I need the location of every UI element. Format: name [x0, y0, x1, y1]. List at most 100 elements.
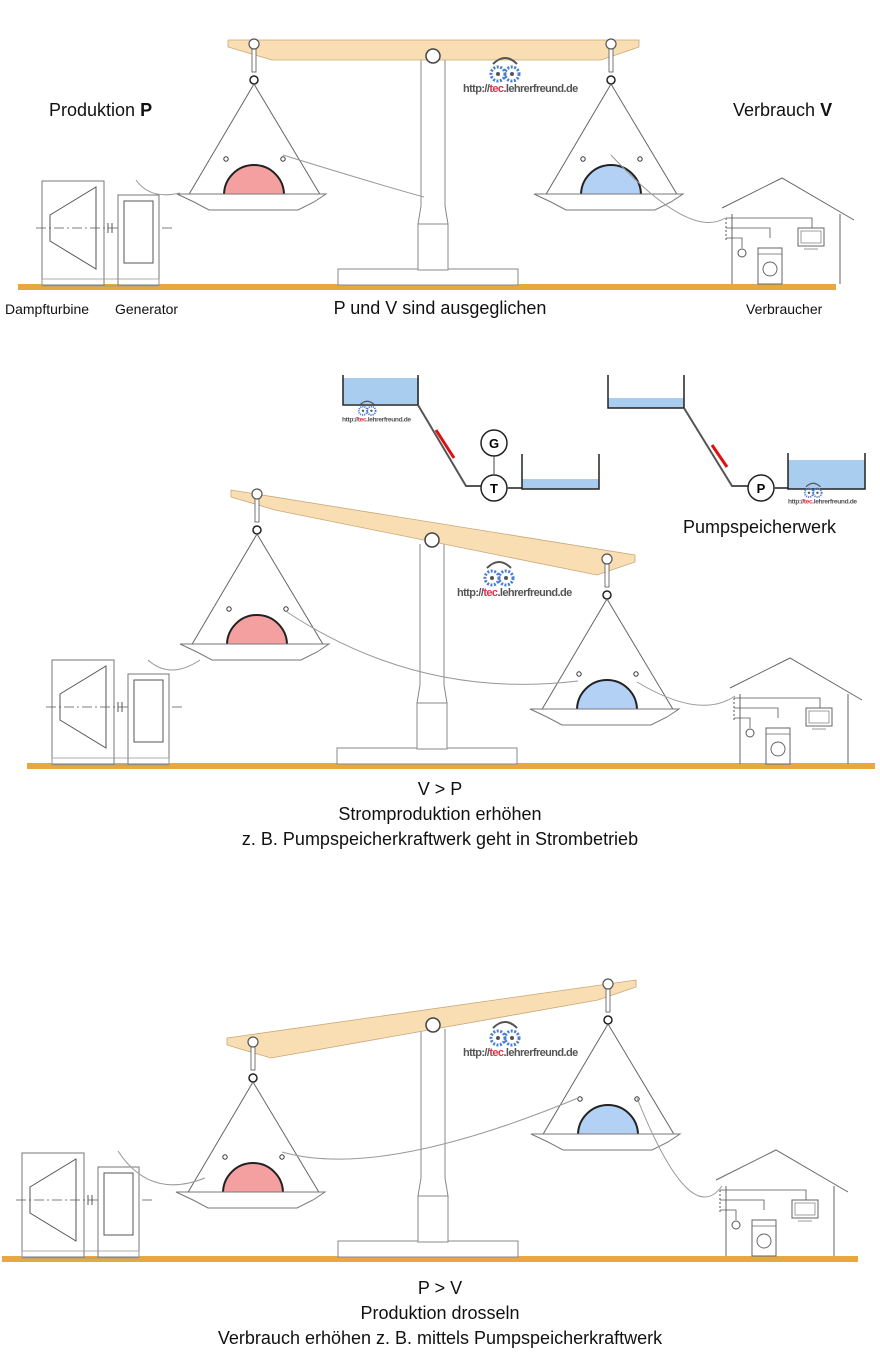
- panel-balanced: http://tec.lehrerfreund.de: [18, 38, 855, 290]
- generator-letter: G: [489, 436, 499, 451]
- balance-scale: [179, 488, 681, 765]
- consumption-pan: [533, 75, 685, 211]
- watermark-eye: [510, 1036, 514, 1040]
- hook-ring: [601, 553, 613, 565]
- stand-base: [337, 268, 519, 286]
- pan-string: [186, 1081, 254, 1195]
- hook-rod: [604, 560, 610, 588]
- watermark-eye: [490, 576, 494, 580]
- ground-line: [18, 284, 836, 290]
- energy-mass: [575, 679, 639, 711]
- watermark-highlight: tec: [489, 1047, 504, 1059]
- hook-ring: [602, 978, 614, 990]
- hook-rod: [250, 1043, 256, 1071]
- power-line: [117, 1150, 206, 1186]
- pan-string: [607, 1023, 676, 1137]
- caption-line: Produktion drosseln: [360, 1303, 520, 1323]
- watermark-highlight: tec: [358, 417, 367, 424]
- watermark-eye: [807, 491, 811, 494]
- pivot: [425, 1017, 441, 1033]
- stand-column: [416, 544, 448, 704]
- lower-reservoir-water: [788, 460, 865, 489]
- energy-mass: [576, 1104, 640, 1136]
- watermark-highlight: tec: [804, 499, 813, 506]
- watermark-eye: [816, 491, 819, 494]
- power-line: [286, 611, 579, 685]
- watermark-text: http://tec.lehrerfreund.de: [342, 417, 411, 424]
- energy-mass: [225, 614, 289, 646]
- stand-base: [337, 1240, 519, 1258]
- energy-mass: [221, 1162, 285, 1194]
- pan-dish: [529, 708, 681, 726]
- pan-string: [190, 533, 258, 647]
- upper-reservoir: [342, 375, 419, 406]
- mass-terminal: [577, 1096, 583, 1102]
- lower-reservoir-water: [522, 479, 599, 489]
- pan-string: [252, 1081, 321, 1195]
- pan-ring: [248, 1073, 258, 1083]
- hook-rod: [608, 45, 614, 73]
- steam-turbine-generator: [15, 1152, 153, 1259]
- consumption-text: Verbrauch: [733, 100, 821, 120]
- mass-terminal: [279, 1154, 285, 1160]
- hook-rod: [251, 45, 257, 73]
- watermark-prefix: http://: [457, 587, 484, 599]
- pan-string: [610, 83, 679, 197]
- pan-string: [187, 83, 255, 197]
- gear-icon: [497, 569, 515, 587]
- production-pan: [179, 525, 331, 661]
- pan-dish: [530, 1133, 682, 1151]
- pumped-storage-label: Pumpspeicherwerk: [683, 517, 837, 537]
- hook-ring: [248, 38, 260, 50]
- caption-line: z. B. Pumpspeicherkraftwerk geht in Stro…: [241, 829, 639, 849]
- turbine-label: Dampfturbine: [5, 301, 90, 317]
- watermark-logo-brow: [492, 1021, 518, 1029]
- hook-rod: [254, 495, 260, 523]
- stand-lower-column: [417, 1195, 449, 1243]
- watermark-suffix: .lehrerfreund.de: [503, 1047, 578, 1059]
- watermark-eye: [510, 72, 514, 76]
- mass-terminal: [223, 156, 229, 162]
- pan-string: [253, 83, 322, 197]
- upper-reservoir-water: [608, 398, 684, 408]
- power-line: [147, 659, 201, 671]
- mass-terminal: [226, 606, 232, 612]
- pump-letter: P: [757, 481, 766, 496]
- flow-arrow-down-icon: [434, 429, 456, 459]
- stand-column: [417, 60, 449, 225]
- gear-icon: [503, 1029, 521, 1047]
- pan-ring: [252, 525, 262, 535]
- stand-lower-column: [416, 702, 448, 750]
- mass-terminal: [576, 671, 582, 677]
- mass-terminal: [637, 156, 643, 162]
- watermark-logo-brow: [492, 57, 518, 65]
- mass-terminal: [222, 1154, 228, 1160]
- panel-2-caption: V > P Stromproduktion erhöhen z. B. Pump…: [242, 777, 638, 852]
- pan-string: [541, 1023, 609, 1137]
- watermark-suffix: .lehrerfreund.de: [497, 587, 572, 599]
- consumption-symbol: V: [820, 100, 833, 120]
- pan-string: [256, 533, 325, 647]
- watermark-prefix: http://: [788, 499, 804, 506]
- flow-arrow-up-icon: [710, 444, 729, 468]
- consumer-house: [729, 657, 863, 765]
- power-line: [636, 681, 736, 706]
- mass-terminal: [283, 606, 289, 612]
- hook-ring: [247, 1036, 259, 1048]
- gear-icon: [812, 487, 823, 498]
- generator-label: Generator: [115, 301, 179, 317]
- turbine-letter: T: [490, 481, 498, 496]
- production-text: Produktion: [49, 100, 141, 120]
- watermark-logo-brow: [359, 400, 375, 406]
- production-label: Produktion P: [49, 100, 152, 121]
- watermark-eye: [496, 72, 500, 76]
- watermark-prefix: http://: [463, 83, 490, 95]
- watermark: http://tec.lehrerfreund.de: [463, 57, 579, 95]
- ground-line: [2, 1256, 858, 1262]
- production-pan: [175, 1073, 327, 1209]
- pan-dish: [179, 643, 331, 661]
- lower-reservoir: [521, 454, 600, 490]
- consumption-pan: [529, 590, 681, 726]
